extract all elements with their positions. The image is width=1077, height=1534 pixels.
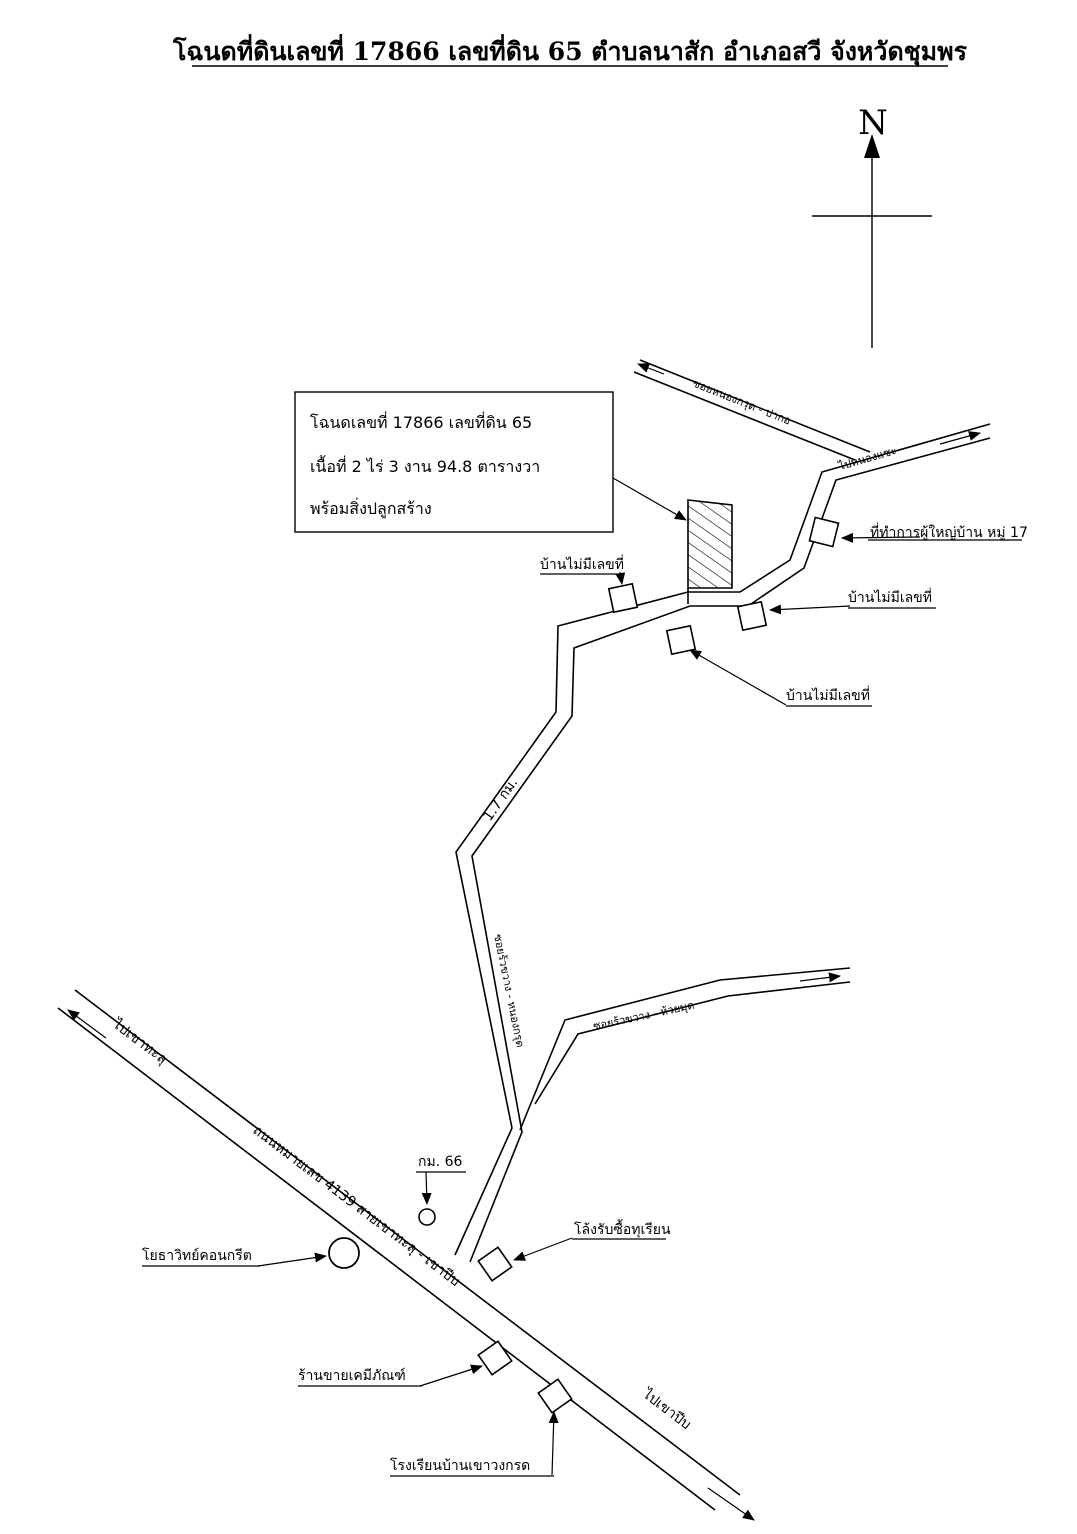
road-top-soi: ซอยหนองกรุด - ปากอ bbox=[633, 359, 871, 461]
info-line-1: โฉนดเลขที่ 17866 เลขที่ดิน 65 bbox=[310, 411, 532, 432]
label-durian-depot: โล้งรับซื้อทุเรียน bbox=[574, 1219, 671, 1238]
building-durian-depot: โล้งรับซื้อทุเรียน bbox=[477, 1219, 671, 1282]
label-km-marker: กม. 66 bbox=[418, 1154, 463, 1170]
info-pointer bbox=[612, 477, 687, 521]
info-box: โฉนดเลขที่ 17866 เลขที่ดิน 65 เนื้อที่ 2… bbox=[294, 391, 614, 533]
km-marker: กม. 66 bbox=[416, 1154, 466, 1226]
label-highway: ถนนหมายเลข 4139 สายเขาทะลุ - เขาปีบ bbox=[250, 1122, 463, 1289]
land-plot bbox=[687, 499, 733, 589]
north-label: N bbox=[858, 103, 888, 143]
building-chemical-shop: ร้านขายเคมีภัณฑ์ bbox=[298, 1340, 513, 1387]
info-line-2: เนื้อที่ 2 ไร่ 3 งาน 94.8 ตารางวา bbox=[310, 455, 540, 476]
info-line-3: พร้อมสิ่งปลูกสร้าง bbox=[310, 497, 432, 519]
label-chemical-shop: ร้านขายเคมีภัณฑ์ bbox=[298, 1367, 406, 1384]
page-title: โฉนดที่ดินเลขที่ 17866 เลขที่ดิน 65 ตำบล… bbox=[172, 34, 968, 68]
label-house-2: บ้านไม่มีเลขที่ bbox=[848, 588, 932, 606]
label-school: โรงเรียนบ้านเขาวงกรด bbox=[390, 1457, 530, 1474]
label-house-1: บ้านไม่มีเลขที่ bbox=[540, 555, 624, 573]
label-east-soi: ซอยร้วขวาง - ห้วยมุด bbox=[592, 999, 696, 1033]
building-village-office: ที่ทำการผู้ใหญ่บ้าน หมู่ 17 bbox=[808, 516, 1028, 548]
label-house-3: บ้านไม่มีเลขที่ bbox=[786, 686, 870, 704]
north-arrow-icon: N bbox=[812, 103, 932, 348]
label-to-khao-pip: ไปเขาปีบ bbox=[639, 1385, 695, 1433]
label-top-soi: ซอยหนองกรุด - ปากอ bbox=[691, 377, 793, 428]
road-east-soi: ซอยร้วขวาง - ห้วยมุด bbox=[519, 967, 851, 1131]
building-house-1: บ้านไม่มีเลขที่ bbox=[540, 555, 639, 614]
landmark-concrete: โยธาวิทย์คอนกรีต bbox=[142, 1237, 360, 1269]
label-to-khao-thalu: ไปเขาทะลุ bbox=[109, 1015, 171, 1068]
label-village-office: ที่ทำการผู้ใหญ่บ้าน หมู่ 17 bbox=[870, 523, 1028, 541]
building-house-3: บ้านไม่มีเลขที่ bbox=[665, 624, 872, 707]
label-to-nong-chae: ไปหนองแซะ bbox=[836, 444, 898, 473]
building-house-2: บ้านไม่มีเลขที่ bbox=[736, 588, 936, 632]
label-concrete: โยธาวิทย์คอนกรีต bbox=[142, 1247, 252, 1264]
building-school: โรงเรียนบ้านเขาวงกรด bbox=[390, 1378, 573, 1477]
